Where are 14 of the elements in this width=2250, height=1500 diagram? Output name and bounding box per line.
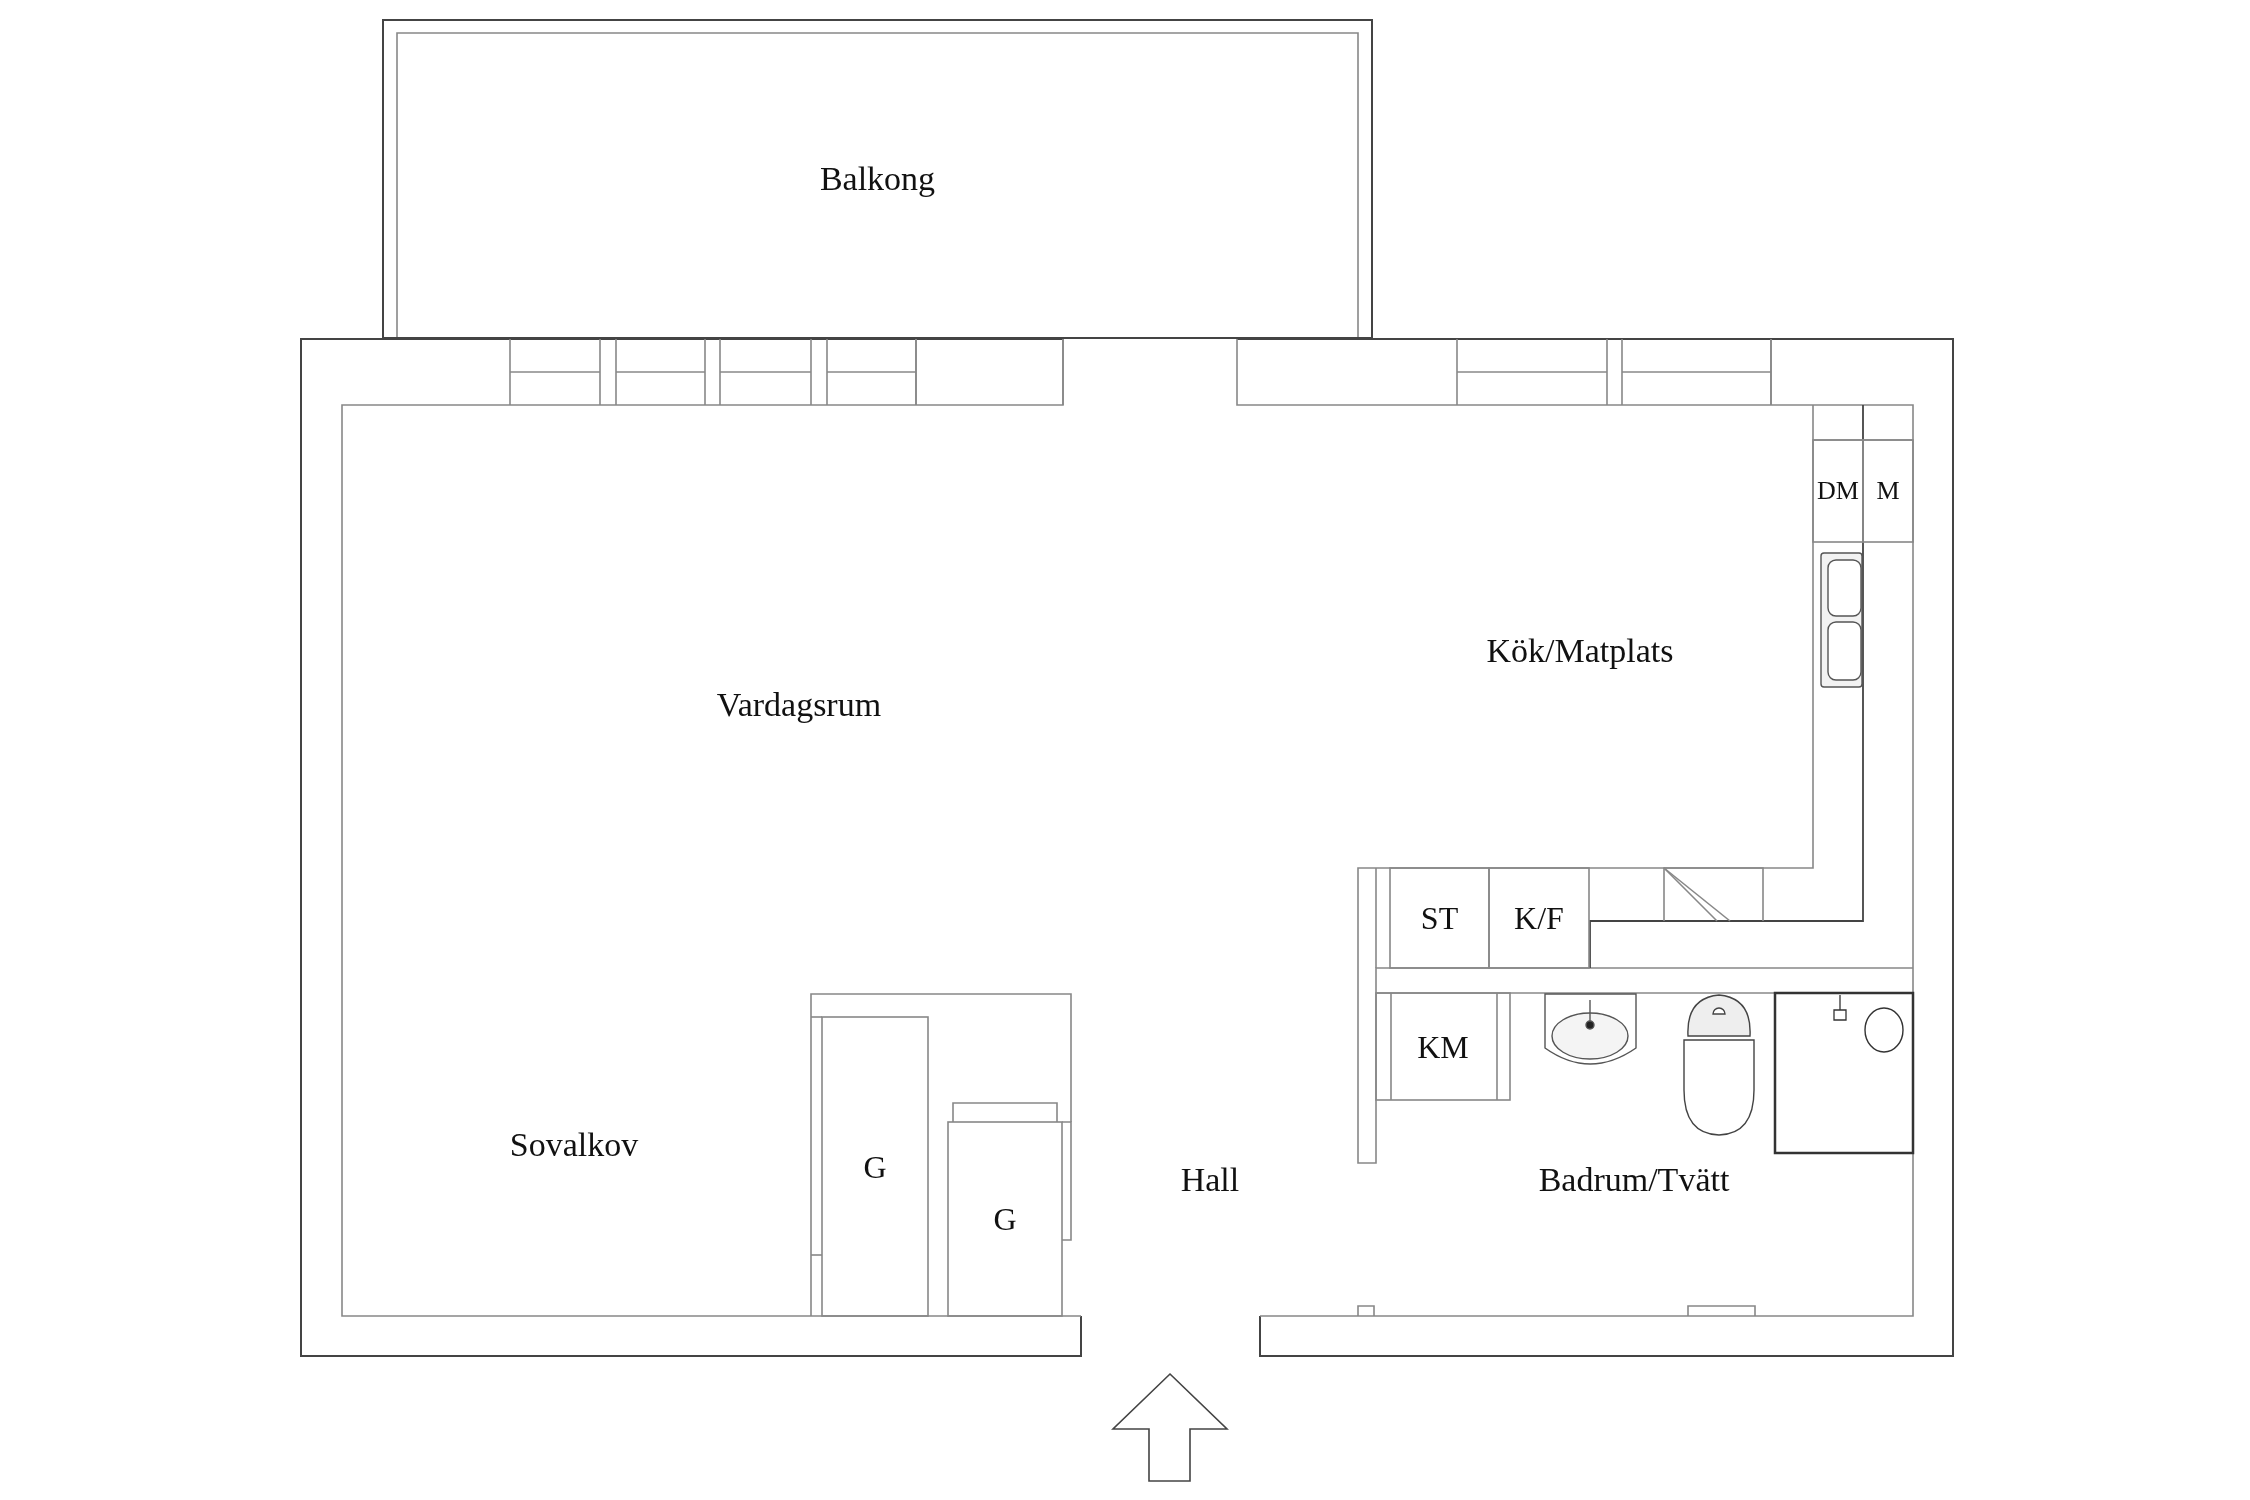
cabinet-label: M: [1876, 478, 1900, 504]
room-label: Vardagsrum: [716, 688, 882, 722]
cabinet-label: G: [863, 1150, 887, 1183]
cabinet-label: KM: [1417, 1030, 1469, 1063]
cabinet-label: G: [993, 1203, 1017, 1235]
room-label: Kök/Matplats: [1486, 634, 1674, 668]
room-label: Hall: [1180, 1163, 1240, 1197]
balcony-outline: [382, 19, 1373, 339]
cabinet-label: DM: [1817, 478, 1859, 504]
cabinet-label: K/F: [1514, 902, 1564, 934]
room-label: Badrum/Tvätt: [1538, 1163, 1730, 1197]
cabinet-label: ST: [1420, 902, 1459, 934]
room-label: Sovalkov: [509, 1128, 639, 1162]
room-label: Balkong: [819, 162, 936, 196]
